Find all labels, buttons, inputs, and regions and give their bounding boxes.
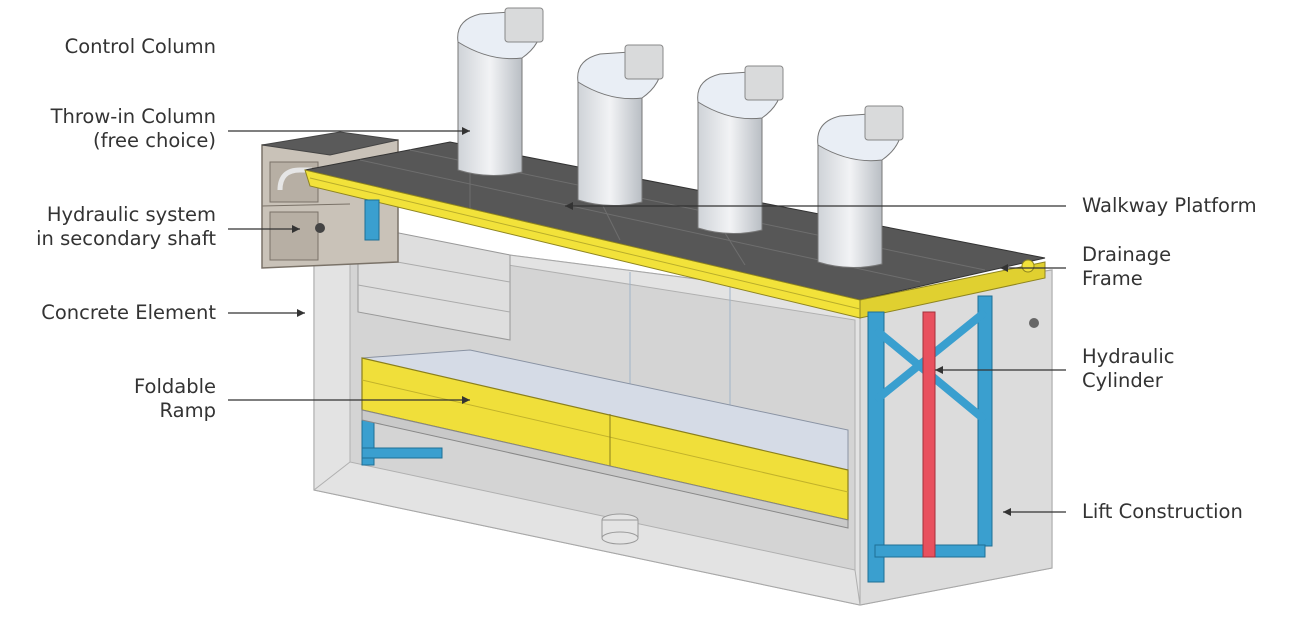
label-drainage-frame-line1: Drainage xyxy=(1082,243,1172,266)
label-hydraulic-system-line1: Hydraulic system xyxy=(46,203,216,226)
label-throw-in-column: Throw-in Column (free choice) xyxy=(51,105,216,153)
column-2 xyxy=(577,44,664,207)
label-drainage-frame: Drainage Frame xyxy=(1082,243,1171,291)
label-foldable-ramp-line2: Ramp xyxy=(159,399,216,422)
label-control-column-text: Control Column xyxy=(64,35,216,58)
label-foldable-ramp-line1: Foldable xyxy=(134,375,216,398)
foldable-ramp xyxy=(361,349,849,529)
label-foldable-ramp: Foldable Ramp xyxy=(134,375,216,423)
leader-arrowheads xyxy=(292,127,1011,516)
column-1 xyxy=(457,7,544,177)
label-concrete-element: Concrete Element xyxy=(41,301,216,325)
label-lift-construction: Lift Construction xyxy=(1082,500,1243,524)
label-drainage-frame-line2: Frame xyxy=(1082,267,1143,290)
label-walkway-platform: Walkway Platform xyxy=(1082,194,1257,218)
label-concrete-element-text: Concrete Element xyxy=(41,301,216,324)
label-hydraulic-cylinder: Hydraulic Cylinder xyxy=(1082,345,1174,393)
label-hydraulic-system: Hydraulic system in secondary shaft xyxy=(36,203,216,251)
label-hydraulic-cylinder-line2: Cylinder xyxy=(1082,369,1163,392)
label-hydraulic-system-line2: in secondary shaft xyxy=(36,227,216,250)
drainage-frame xyxy=(304,169,1046,319)
label-lift-construction-text: Lift Construction xyxy=(1082,500,1243,523)
column-3 xyxy=(697,65,784,235)
label-walkway-platform-text: Walkway Platform xyxy=(1082,194,1257,217)
label-throw-in-column-line2: (free choice) xyxy=(92,129,216,152)
leader-lines xyxy=(228,130,1066,513)
label-throw-in-column-line1: Throw-in Column xyxy=(50,105,216,128)
collection-columns xyxy=(457,7,904,269)
label-hydraulic-cylinder-line1: Hydraulic xyxy=(1082,345,1175,368)
label-control-column: Control Column xyxy=(65,35,216,59)
